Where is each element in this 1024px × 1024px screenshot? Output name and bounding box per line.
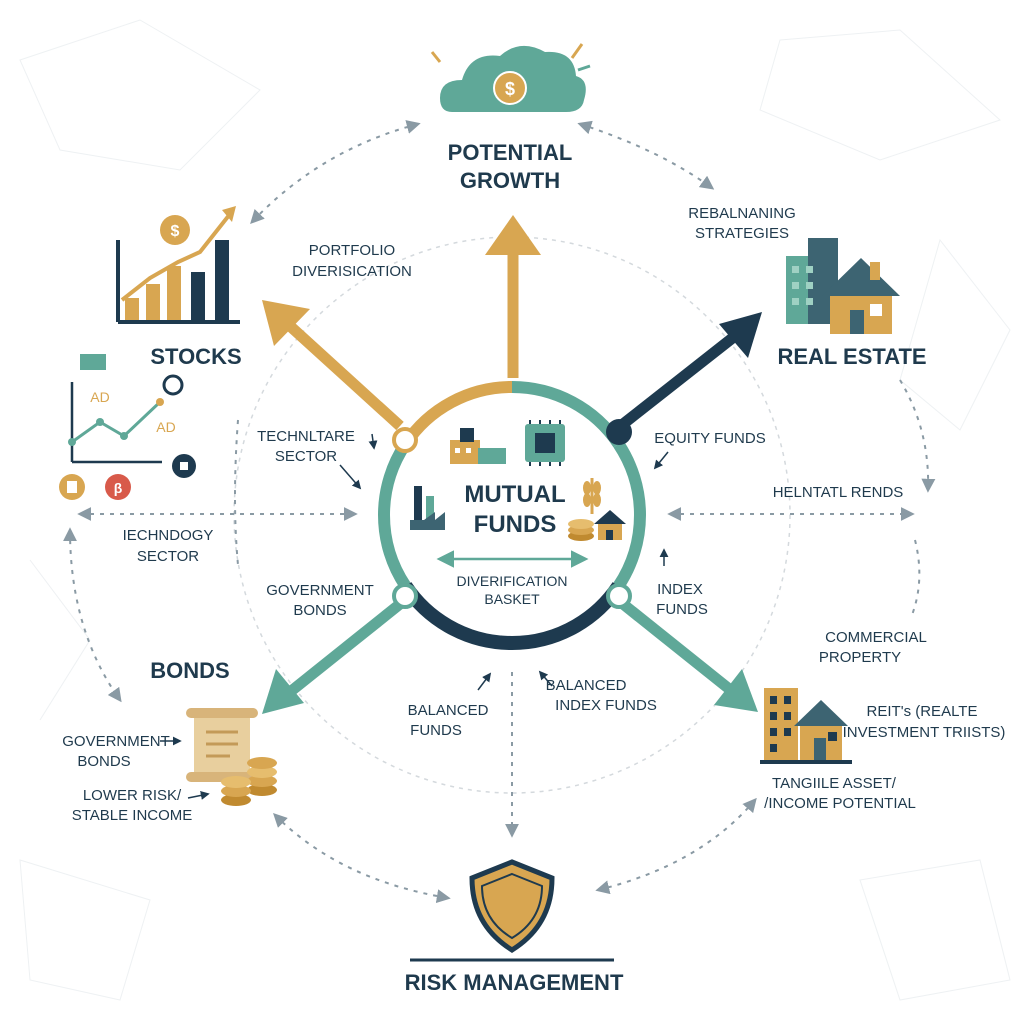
- gov-label-2: BONDS: [293, 602, 346, 619]
- arrow-down-right-reits: [614, 595, 758, 712]
- balanced-arrow: [477, 672, 492, 691]
- microchip-icon: [525, 420, 565, 466]
- cloud-dollar-sign: $: [505, 79, 515, 99]
- refresh-icon: [162, 374, 184, 396]
- reits-label-1: REIT's (REALTE: [867, 703, 978, 720]
- cloud-dollar-icon: $: [430, 43, 591, 112]
- equity-label: EQUITY FUNDS: [654, 430, 765, 447]
- ring-node-upper-right: [606, 419, 632, 445]
- bonds-title: BONDS: [150, 658, 229, 683]
- factory-icon: [450, 428, 506, 464]
- connector-bonds-risk: [273, 813, 451, 904]
- helntatl-label: HELNTATL RENDS: [773, 484, 904, 501]
- tangible-label-1: TANGIILE ASSET/: [772, 775, 897, 792]
- connector-risk-realestate: [595, 797, 757, 895]
- balanced-label-2: FUNDS: [410, 722, 462, 739]
- technltare-label-1: TECHNLTARE: [257, 428, 355, 445]
- wheat-icon: [583, 478, 601, 514]
- reits-label-2: INVESTMENT TRIISTS): [843, 724, 1006, 741]
- apartment-house-icon: [760, 688, 852, 764]
- real-estate-title: REAL ESTATE: [777, 344, 926, 369]
- ring-navy-arc: [399, 582, 625, 650]
- house-icon: [594, 510, 626, 540]
- technltare-label-2: SECTOR: [275, 448, 337, 465]
- index-label-1: INDEX: [657, 581, 703, 598]
- growth-title-1: POTENTIAL: [448, 140, 573, 165]
- commercial-label-1: COMMERCIAL: [825, 629, 927, 646]
- dashed-connectors: [63, 120, 936, 904]
- ring-teal-arc-left: [378, 440, 411, 590]
- center-basket-1: DIVERIFICATION: [457, 573, 568, 589]
- technltare-arrow: [339, 464, 362, 490]
- rebal-label-2: STRATEGIES: [695, 225, 789, 242]
- gov-bonds-label-1: GOVERNMENT: [62, 733, 170, 750]
- center-basket-2: BASKET: [484, 591, 540, 607]
- bal-index-label-2: INDEX FUNDS: [555, 697, 657, 714]
- stocks-title: STOCKS: [150, 344, 241, 369]
- scroll-coins-icon: [186, 708, 277, 806]
- ring-teal-arc-right2: [613, 440, 646, 590]
- ring-node-lower-left: [392, 583, 418, 609]
- arrow-up-left-portfolio: [262, 300, 404, 431]
- lower-arrow: [187, 790, 210, 800]
- gov-label-1: GOVERNMENT: [266, 582, 374, 599]
- portfolio-label-2: DIVERISICATION: [292, 263, 412, 280]
- arrow-up-growth: [485, 215, 541, 378]
- equity-arrow: [653, 451, 669, 470]
- line-chart-icon: [68, 354, 164, 464]
- connector-right-commercial: [911, 539, 921, 616]
- coins-icon: [568, 519, 594, 541]
- lower-label-1: LOWER RISK/: [83, 787, 182, 804]
- technltare-arrow-2: [368, 433, 378, 450]
- connector-real-estate: [899, 379, 936, 493]
- rebal-label-1: REBALNANING: [688, 205, 796, 222]
- main-arrows: [262, 215, 762, 714]
- connector-tech-stocks: [234, 419, 239, 566]
- stocks-dollar-sign: $: [171, 223, 180, 240]
- badge-clock-icon: [172, 454, 196, 478]
- bal-index-arrow: [538, 670, 553, 687]
- ad-label-1: AD: [90, 389, 109, 405]
- shield-icon: [469, 859, 555, 953]
- growth-title-2: GROWTH: [460, 168, 560, 193]
- center-title-2: FUNDS: [474, 511, 557, 538]
- tech-label-1: IECHNDOGY: [123, 527, 214, 544]
- connector-stocks-bonds: [63, 527, 122, 703]
- center-title-1: MUTUAL: [464, 481, 565, 508]
- gov-bonds-label-2: BONDS: [77, 753, 130, 770]
- tech-label-2: SECTOR: [137, 548, 199, 565]
- ad-label-2: AD: [156, 419, 175, 435]
- balanced-label-1: BALANCED: [408, 702, 489, 719]
- ring-node-lower-right: [606, 583, 632, 609]
- tangible-label-2: /INCOME POTENTIAL: [764, 795, 916, 812]
- factory-small-icon: [410, 486, 445, 530]
- lower-label-2: STABLE INCOME: [72, 807, 193, 824]
- arrow-up-right-realestate: [614, 312, 762, 433]
- risk-title: RISK MANAGEMENT: [405, 970, 624, 995]
- buildings-house-icon: [786, 238, 900, 334]
- bar-chart-icon: $: [116, 206, 240, 324]
- connector-growth-stocks: [250, 120, 421, 225]
- bal-index-label-1: BALANCED: [546, 677, 627, 694]
- badge-bell-icon: [59, 474, 85, 500]
- portfolio-label-1: PORTFOLIO: [309, 242, 395, 259]
- index-label-2: FUNDS: [656, 601, 708, 618]
- commercial-label-2: PROPERTY: [819, 649, 901, 666]
- center-ring: [378, 381, 646, 650]
- connector-growth-rebal: [577, 120, 715, 190]
- arrow-down-left-bonds: [262, 595, 409, 714]
- badge-beta-text: β: [114, 480, 123, 496]
- badge-beta-icon: β: [105, 474, 131, 500]
- ring-node-upper-left: [392, 427, 418, 453]
